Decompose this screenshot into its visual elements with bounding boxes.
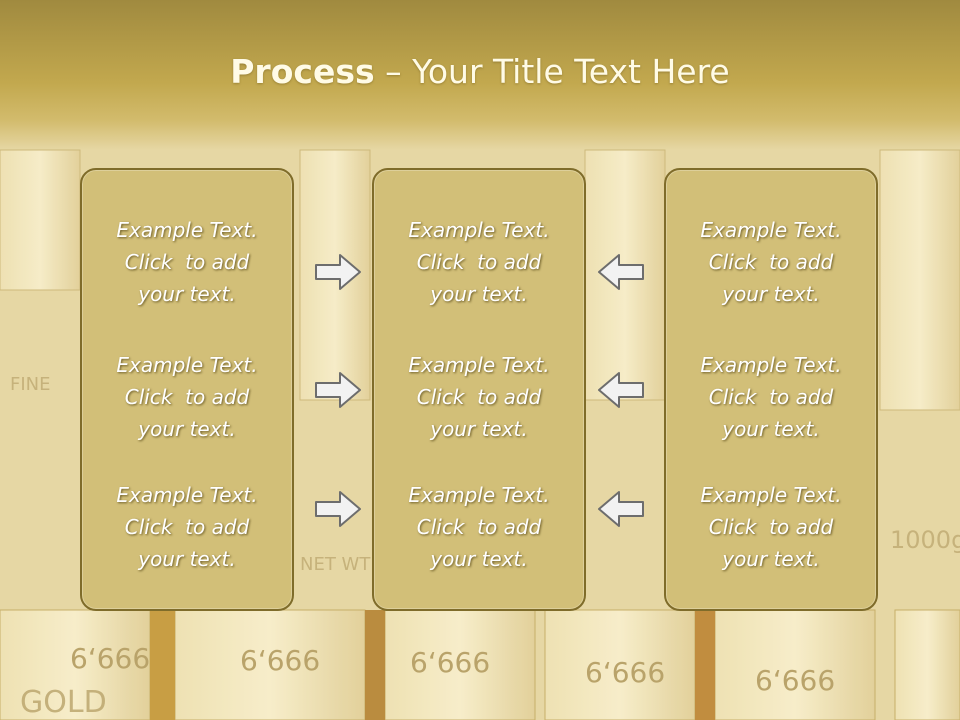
text-line: Click to add	[708, 515, 834, 539]
text-placeholder[interactable]: Example Text. Click to add your text.	[374, 479, 584, 575]
process-column-1: Example Text. Click to add your text. Ex…	[80, 168, 294, 611]
text-placeholder[interactable]: Example Text. Click to add your text.	[374, 349, 584, 445]
text-line: Example Text.	[408, 483, 550, 507]
text-line: Example Text.	[116, 218, 258, 242]
text-line: Click to add	[708, 250, 834, 274]
left-arrow-icon	[598, 254, 644, 290]
text-line: Example Text.	[116, 483, 258, 507]
left-arrow-icon	[598, 372, 644, 408]
left-arrow-icon	[598, 491, 644, 527]
text-line: your text.	[138, 547, 236, 571]
text-line: Click to add	[124, 250, 250, 274]
right-arrow-icon	[315, 372, 361, 408]
text-placeholder[interactable]: Example Text. Click to add your text.	[374, 214, 584, 310]
text-line: Click to add	[416, 385, 542, 409]
process-column-2: Example Text. Click to add your text. Ex…	[372, 168, 586, 611]
text-line: Example Text.	[700, 218, 842, 242]
process-column-3: Example Text. Click to add your text. Ex…	[664, 168, 878, 611]
bar-text: 6‘666	[70, 642, 150, 675]
bar-text: 1000g	[890, 526, 960, 554]
text-line: your text.	[722, 547, 820, 571]
text-placeholder[interactable]: Example Text. Click to add your text.	[82, 349, 292, 445]
text-line: your text.	[430, 282, 528, 306]
bar-text: NET WT	[300, 554, 371, 575]
text-line: your text.	[430, 417, 528, 441]
text-placeholder[interactable]: Example Text. Click to add your text.	[666, 214, 876, 310]
text-placeholder[interactable]: Example Text. Click to add your text.	[666, 349, 876, 445]
text-line: your text.	[138, 282, 236, 306]
right-arrow-icon	[315, 491, 361, 527]
slide-title[interactable]: Process – Your Title Text Here	[0, 52, 960, 91]
bar-row-bottom	[0, 609, 960, 720]
text-line: Example Text.	[408, 218, 550, 242]
text-line: Click to add	[124, 515, 250, 539]
right-arrow-icon	[315, 254, 361, 290]
bar-text: FINE	[10, 374, 51, 395]
text-line: Click to add	[416, 515, 542, 539]
bar-engravings: 6‘666 6‘666 6‘666 6‘666 6‘666 GOLD FINE …	[10, 374, 960, 720]
title-rest: – Your Title Text Here	[374, 52, 730, 91]
title-bold: Process	[230, 52, 375, 91]
text-placeholder[interactable]: Example Text. Click to add your text.	[666, 479, 876, 575]
bar-text: GOLD	[20, 685, 107, 720]
text-line: Example Text.	[700, 483, 842, 507]
bar-text: 6‘666	[585, 656, 665, 689]
text-line: Click to add	[124, 385, 250, 409]
text-line: Example Text.	[700, 353, 842, 377]
text-line: Example Text.	[116, 353, 258, 377]
text-placeholder[interactable]: Example Text. Click to add your text.	[82, 479, 292, 575]
title-band	[0, 0, 960, 150]
text-line: your text.	[722, 417, 820, 441]
text-line: Click to add	[416, 250, 542, 274]
bar-text: 6‘666	[240, 644, 320, 677]
text-line: your text.	[138, 417, 236, 441]
bar-text: 6‘666	[755, 664, 835, 697]
text-placeholder[interactable]: Example Text. Click to add your text.	[82, 214, 292, 310]
text-line: your text.	[722, 282, 820, 306]
text-line: your text.	[430, 547, 528, 571]
text-line: Click to add	[708, 385, 834, 409]
text-line: Example Text.	[408, 353, 550, 377]
bar-text: 6‘666	[410, 646, 490, 679]
